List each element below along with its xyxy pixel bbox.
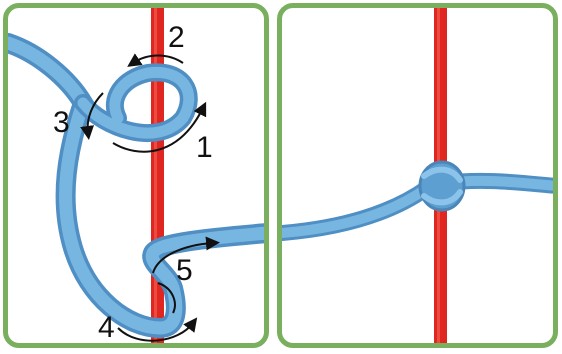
arrow-step-2 <box>127 53 184 67</box>
blue-rope <box>8 33 264 339</box>
arrow-step-1 <box>112 101 207 153</box>
step-number-5: 5 <box>176 254 193 287</box>
arrow-step-5-tail <box>157 282 176 314</box>
blue-rope-result <box>282 160 553 241</box>
step-number-3: 3 <box>53 106 70 139</box>
step-panel-left: 1 2 3 4 5 <box>3 3 269 348</box>
knot-illustration-result <box>282 8 553 343</box>
arrow-step-4 <box>117 317 198 342</box>
step-number-2: 2 <box>168 21 185 54</box>
result-panel-right <box>277 3 558 348</box>
knot-illustration-steps <box>8 8 264 343</box>
arrow-step-3 <box>80 92 104 140</box>
red-rope <box>151 8 164 343</box>
arrow-step-5 <box>152 236 220 274</box>
step-number-1: 1 <box>196 131 213 164</box>
step-number-4: 4 <box>98 311 115 344</box>
direction-arrows <box>80 53 220 342</box>
